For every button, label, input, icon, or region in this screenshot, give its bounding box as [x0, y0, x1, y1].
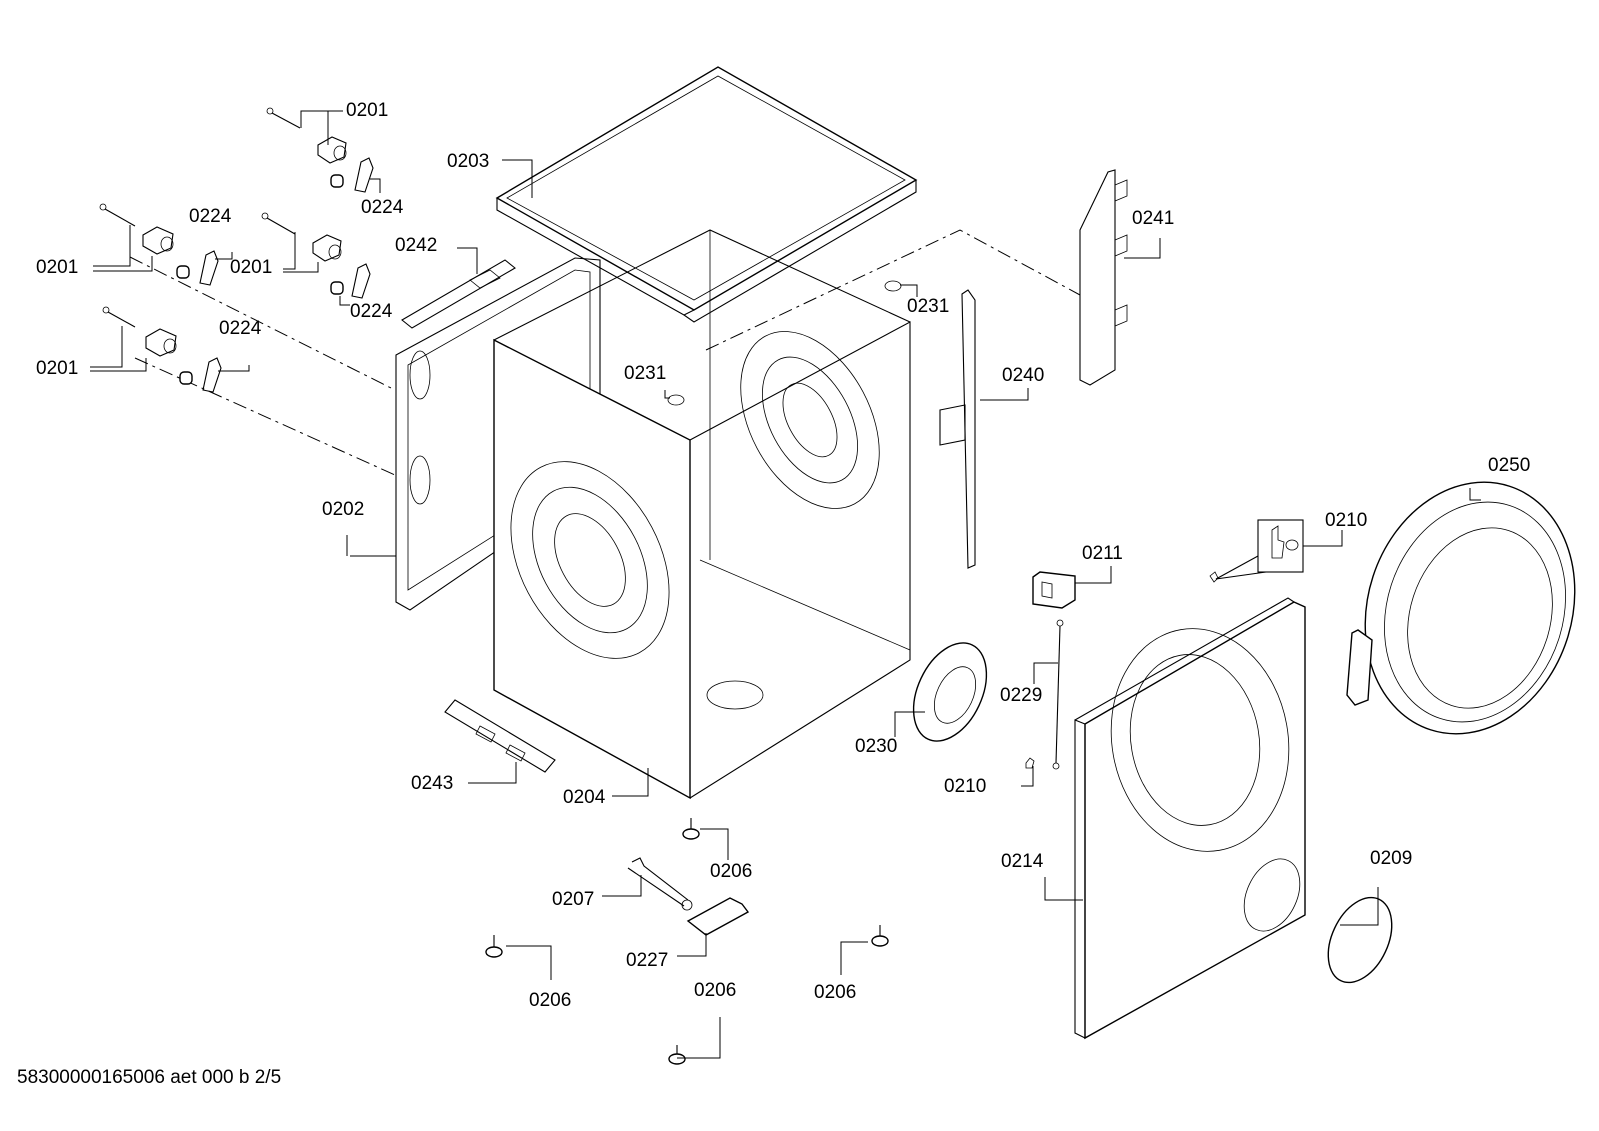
cap-clips: [176, 157, 374, 393]
callout-0210[interactable]: 0210: [1325, 510, 1368, 531]
callout-0240[interactable]: 0240: [1002, 365, 1045, 386]
callout-0230[interactable]: 0230: [855, 736, 898, 757]
door-lock: [1032, 571, 1076, 609]
top-rail: [401, 259, 516, 329]
feet: [485, 818, 889, 1065]
callout-0201[interactable]: 0201: [36, 358, 79, 379]
screw-bracket-bottom: [102, 306, 177, 357]
callout-0224[interactable]: 0224: [350, 301, 393, 322]
callout-0209[interactable]: 0209: [1370, 848, 1413, 869]
shim-plate: [686, 897, 750, 936]
callout-0204[interactable]: 0204: [563, 787, 606, 808]
callout-0206[interactable]: 0206: [694, 980, 737, 1001]
door: [1346, 481, 1576, 735]
callout-0207[interactable]: 0207: [552, 889, 595, 910]
callout-0210[interactable]: 0210: [944, 776, 987, 797]
service-flap: [1327, 896, 1393, 984]
callout-0201[interactable]: 0201: [36, 257, 79, 278]
callout-0211[interactable]: 0211: [1082, 543, 1123, 564]
side-rail: [1079, 169, 1128, 386]
callout-0224[interactable]: 0224: [219, 318, 262, 339]
cabinet: [493, 229, 911, 800]
cable-tie: [1052, 619, 1064, 770]
wrench: [627, 857, 693, 911]
callout-0231[interactable]: 0231: [907, 296, 950, 317]
callout-0202[interactable]: 0202: [322, 499, 365, 520]
callout-0224[interactable]: 0224: [189, 206, 232, 227]
screw-bracket-top: [266, 107, 347, 164]
callout-0242[interactable]: 0242: [395, 235, 438, 256]
document-id-footer: 58300000165006 aet 000 b 2/5: [17, 1067, 282, 1088]
callout-0227[interactable]: 0227: [626, 950, 669, 971]
seal-ring: [912, 642, 988, 742]
callout-0203[interactable]: 0203: [447, 151, 490, 172]
screw-bracket-mid-right: [261, 212, 342, 262]
callout-0214[interactable]: 0214: [1001, 851, 1044, 872]
hinge-pin-small: [1025, 757, 1035, 769]
callout-0250[interactable]: 0250: [1488, 455, 1531, 476]
hinge-pin-inset: [1209, 519, 1304, 583]
callout-0229[interactable]: 0229: [1000, 685, 1043, 706]
callout-0224[interactable]: 0224: [361, 197, 404, 218]
front-panel: [1074, 597, 1306, 1040]
plug-discs: [667, 280, 902, 406]
front-strut: [939, 289, 976, 569]
top-cover: [495, 66, 918, 323]
callout-0201[interactable]: 0201: [346, 100, 389, 121]
callout-0241[interactable]: 0241: [1132, 208, 1175, 229]
alignment-lines: [129, 229, 1081, 476]
screw-bracket-mid-left: [99, 203, 174, 255]
callout-0206[interactable]: 0206: [814, 982, 857, 1003]
callout-0206[interactable]: 0206: [529, 990, 572, 1011]
callout-0201[interactable]: 0201: [230, 257, 273, 278]
callout-0243[interactable]: 0243: [411, 773, 454, 794]
leader-lines: [90, 110, 1481, 1059]
bottom-rail: [444, 699, 556, 773]
callout-0231[interactable]: 0231: [624, 363, 667, 384]
callout-0206[interactable]: 0206: [710, 861, 753, 882]
